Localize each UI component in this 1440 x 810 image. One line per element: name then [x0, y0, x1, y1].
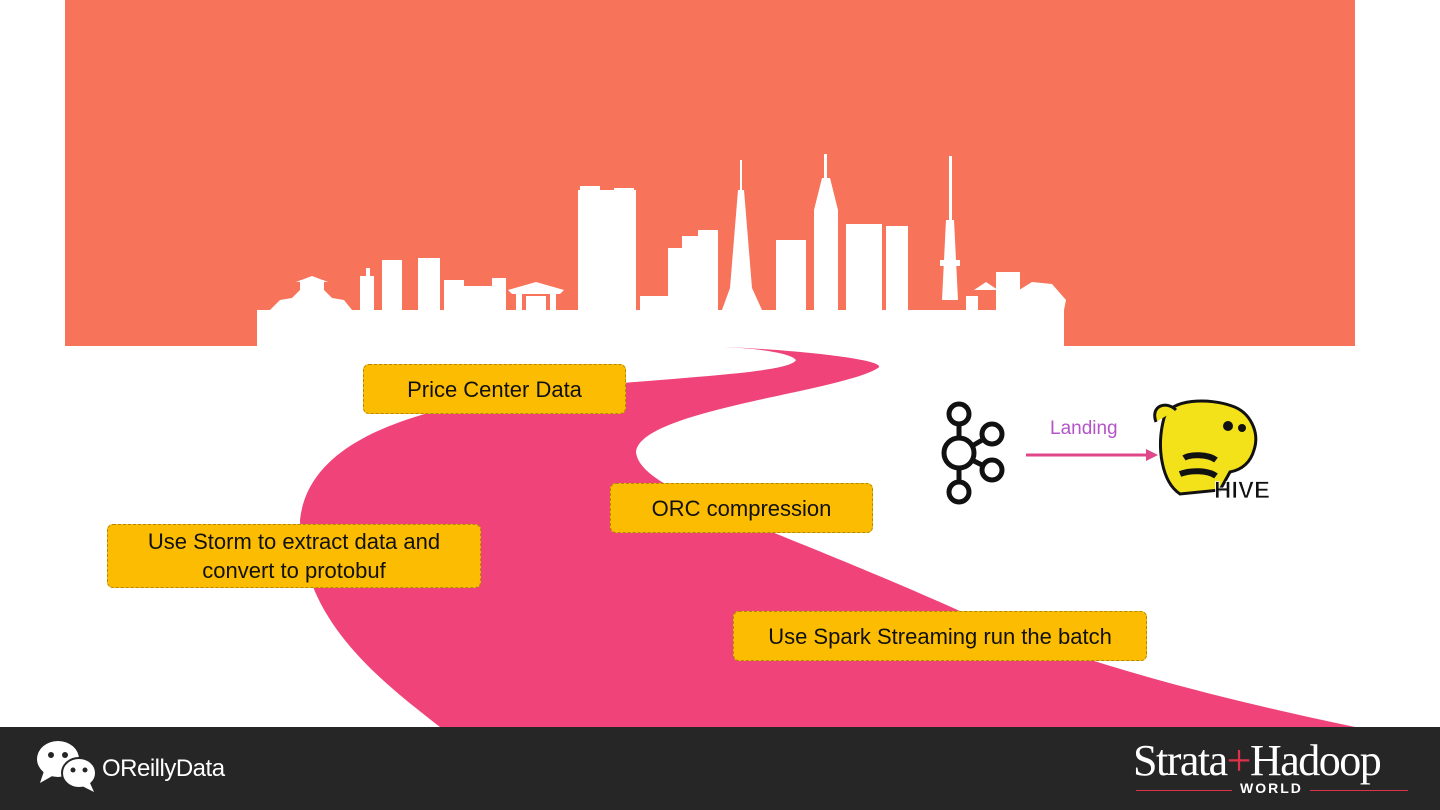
logo-hadoop: Hadoop — [1249, 736, 1382, 785]
callout-spark-streaming: Use Spark Streaming run the batch — [733, 611, 1147, 661]
landing-arrow — [1026, 449, 1158, 461]
logo-plus: + — [1226, 736, 1252, 785]
callout-orc-compression: ORC compression — [610, 483, 873, 533]
winding-road — [300, 347, 1355, 727]
brand-oreillydata: OReillyData — [102, 755, 225, 782]
edge-label-landing: Landing — [1050, 418, 1118, 439]
footer-bar: OReillyData Strata+Hadoop WORLD — [0, 727, 1440, 810]
city-skyline — [257, 154, 1066, 346]
hive-text: HIVE — [1214, 477, 1270, 504]
callout-storm-protobuf: Use Storm to extract data and convert to… — [107, 524, 481, 588]
kafka-icon — [941, 401, 1005, 505]
logo-world: WORLD — [1240, 780, 1303, 796]
strata-hadoop-logo: Strata+Hadoop — [1133, 735, 1382, 786]
logo-strata: Strata — [1133, 736, 1228, 785]
hive-icon: HIVE — [1153, 399, 1270, 504]
callout-price-center-data: Price Center Data — [363, 364, 626, 414]
wechat-icon — [37, 741, 97, 792]
logo-rule-right — [1310, 790, 1408, 791]
logo-rule-left — [1136, 790, 1232, 791]
